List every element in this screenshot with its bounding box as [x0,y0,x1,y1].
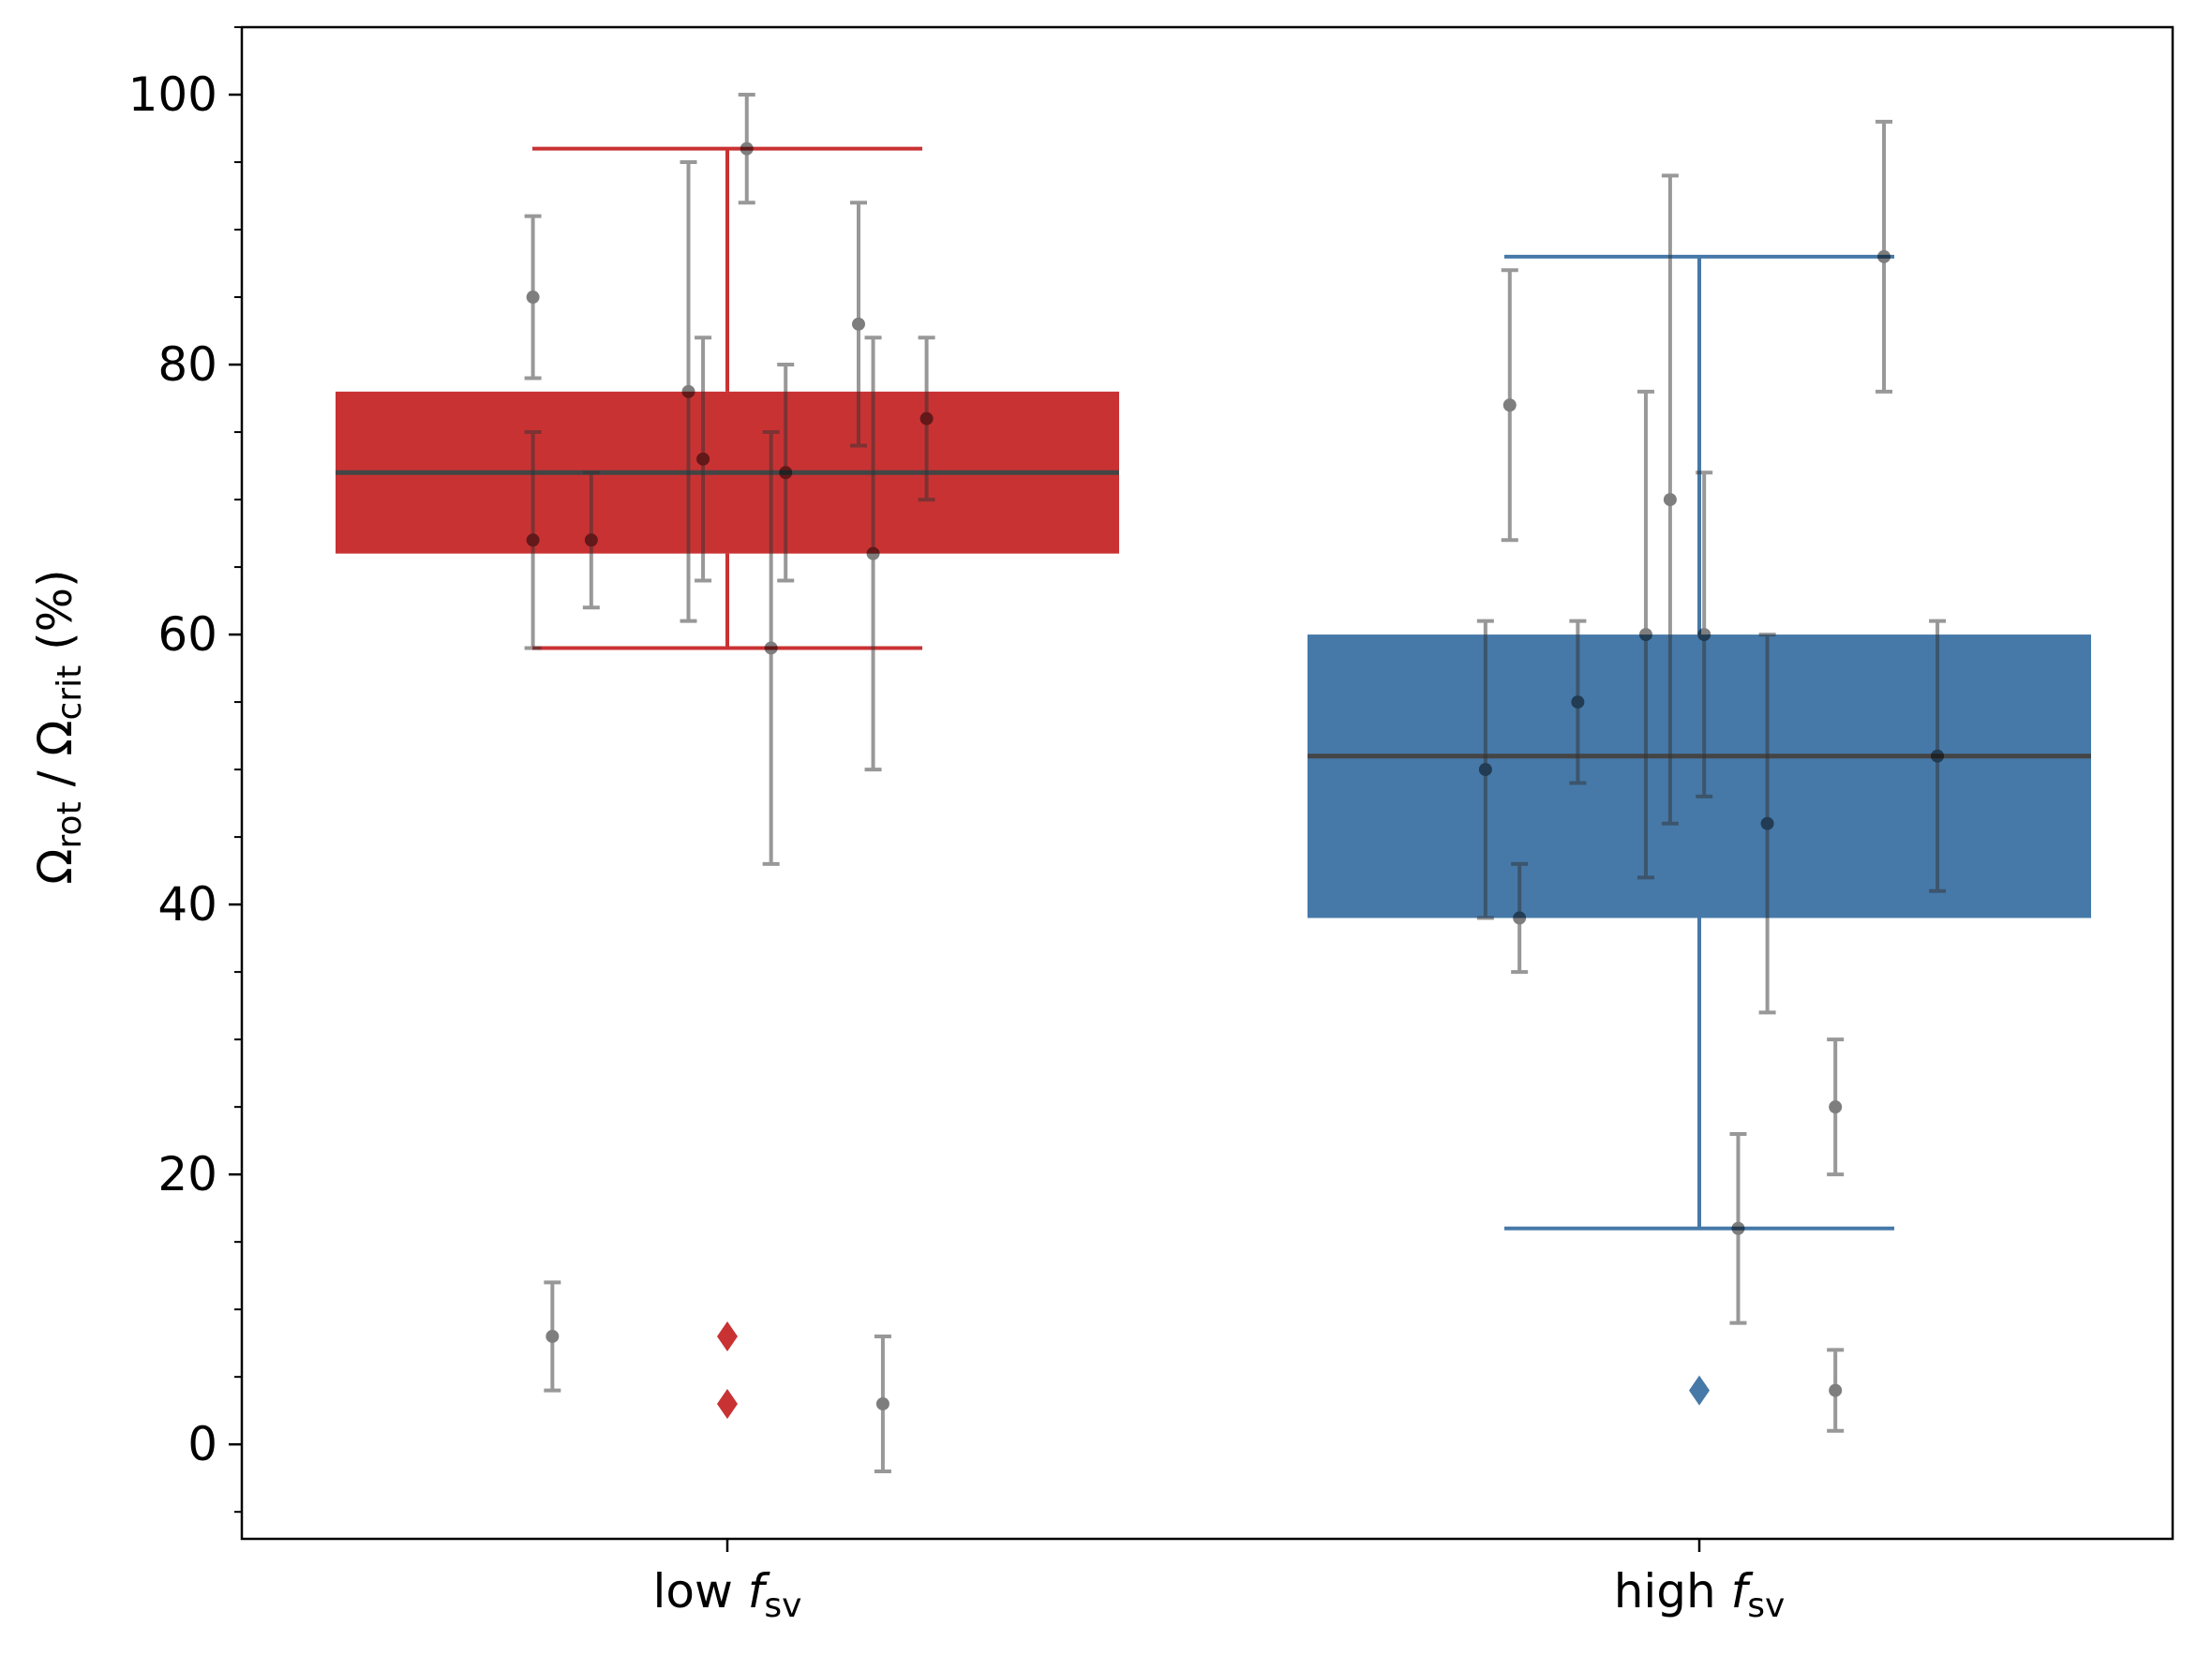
point-marker-7 [764,641,778,655]
point-marker-24 [1877,249,1891,263]
data-point-0 [524,214,542,380]
y-axis-label: Ωrot / Ωcrit (%) [28,569,89,884]
point-marker-20 [1731,1221,1745,1235]
y-tick-label: 100 [128,67,217,122]
data-point-3 [582,470,600,610]
data-point-24 [1876,119,1893,394]
data-point-17 [1637,389,1654,880]
data-point-2 [544,1280,561,1393]
data-point-14 [1501,268,1518,543]
x-tick-label-text: high [1614,1564,1731,1619]
data-point-25 [1929,619,1947,893]
point-marker-8 [779,466,793,480]
point-marker-14 [1502,398,1517,412]
plot-frame [240,25,2175,1541]
y-axis-label-part-2: / [28,756,82,802]
x-tick-label-high: high fsv [1614,1564,1786,1625]
x-tick-label-text: low [653,1564,748,1619]
data-points [524,93,1947,1473]
point-marker-21 [1760,816,1774,830]
data-point-19 [1696,470,1713,798]
data-point-4 [680,160,697,623]
data-point-8 [777,363,795,583]
data-point-15 [1511,861,1529,975]
point-marker-19 [1697,628,1711,642]
point-marker-22 [1829,1100,1843,1114]
point-marker-4 [681,384,695,398]
point-marker-0 [526,291,540,305]
data-point-22 [1827,1037,1845,1177]
outlier-low-0 [717,1320,738,1351]
data-point-10 [864,336,882,772]
y-axis: 0 20 40 60 80 100 [128,26,242,1514]
point-marker-13 [1478,763,1492,777]
point-marker-17 [1638,628,1652,642]
data-point-18 [1661,173,1679,826]
y-tick-label: 60 [157,607,217,662]
point-marker-3 [584,533,598,547]
point-marker-5 [696,452,710,466]
x-tick-label-subscript: sv [1747,1587,1785,1625]
point-marker-15 [1513,911,1527,925]
point-marker-11 [875,1396,889,1410]
data-point-16 [1569,619,1587,785]
y-tick-label: 80 [157,337,217,392]
box-group-high [1308,254,2091,1406]
y-axis-label-part-1: rot [51,801,89,848]
y-axis-label-part-4: crit [51,665,89,721]
data-point-12 [918,336,935,502]
data-point-23 [1827,1348,1845,1433]
point-marker-16 [1571,695,1585,709]
y-tick-label: 40 [157,877,217,932]
data-point-5 [695,336,712,583]
y-axis-label-part-0: Ω [28,848,82,884]
data-point-9 [849,201,867,448]
data-point-6 [738,93,755,205]
y-axis-label-part-5: (%) [28,569,82,664]
point-marker-6 [740,142,754,156]
data-point-7 [762,430,780,866]
point-marker-1 [526,533,540,547]
point-marker-23 [1829,1383,1843,1397]
data-point-11 [874,1334,891,1473]
y-tick-label: 0 [187,1417,217,1471]
x-axis: low fsv high fsv [653,1539,1786,1625]
point-marker-9 [851,317,865,331]
point-marker-10 [866,546,880,560]
box-group-low [336,146,1119,1419]
data-point-21 [1758,633,1776,1015]
outlier-high-0 [1689,1375,1710,1406]
outlier-low-1 [717,1388,738,1419]
point-marker-12 [919,411,934,425]
x-tick-label-low: low fsv [653,1564,802,1625]
data-point-1 [524,430,542,650]
point-marker-25 [1931,749,1945,763]
box-high [1308,634,2091,918]
data-point-20 [1729,1131,1747,1325]
x-tick-label-subscript: sv [764,1587,801,1625]
point-marker-18 [1663,493,1677,507]
y-axis-label-part-3: Ω [28,720,82,755]
point-marker-2 [546,1329,560,1343]
y-tick-label: 20 [157,1147,217,1201]
data-point-13 [1476,619,1494,920]
